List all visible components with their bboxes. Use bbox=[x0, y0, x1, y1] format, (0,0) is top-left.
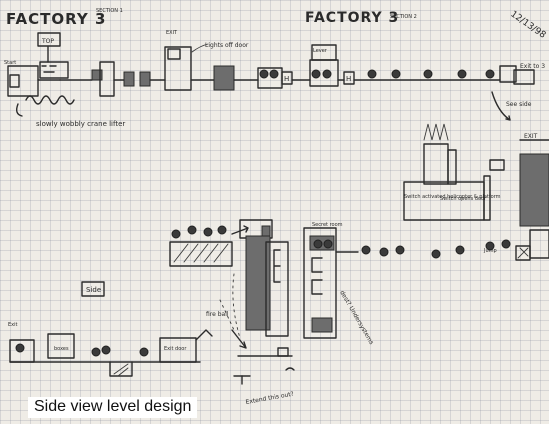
crane-spring bbox=[25, 95, 75, 105]
svg-text:H: H bbox=[346, 75, 351, 83]
top-box bbox=[37, 32, 61, 47]
exit-left-label: Exit bbox=[8, 322, 18, 328]
side-box bbox=[81, 281, 105, 297]
middle-track bbox=[169, 219, 549, 339]
right-structures: EXIT bbox=[403, 123, 549, 227]
exit-door-label: Exit door bbox=[164, 346, 187, 352]
svg-text:H: H bbox=[284, 75, 289, 83]
title-left: FACTORY 3 bbox=[6, 10, 106, 28]
undersystems-label: dest? Undersystems bbox=[338, 290, 375, 346]
switch-door-label: Switch opens door bbox=[440, 196, 487, 202]
jump-label: Jump bbox=[483, 248, 497, 254]
exit-to-3-label: Exit to 3 bbox=[520, 63, 545, 70]
crane-label: slowly wobbly crane lifter bbox=[36, 120, 125, 128]
caption-text: Side view level design bbox=[34, 398, 192, 415]
date-label: 12/13/98 bbox=[508, 9, 547, 41]
svg-text:Start: Start bbox=[4, 60, 16, 66]
see-side-arrow bbox=[491, 91, 511, 121]
lights-off-door-label: Lights off door bbox=[205, 42, 249, 49]
switch-helicopter-label: Switch activated helicopter & platform bbox=[404, 194, 501, 200]
upper-track-left: Start EXIT H bbox=[4, 30, 293, 97]
fall-path bbox=[219, 273, 241, 339]
svg-text:EXIT: EXIT bbox=[166, 30, 178, 36]
svg-text:EXIT: EXIT bbox=[524, 133, 538, 140]
lower-track bbox=[9, 329, 295, 385]
fire-ball-label: fire ball bbox=[206, 311, 229, 318]
see-side-label: See side bbox=[506, 101, 532, 108]
top-label: TOP bbox=[41, 38, 54, 45]
secret-room-label: Secret room bbox=[312, 222, 343, 228]
section-left: SECTION 1 bbox=[96, 8, 123, 14]
section-right: SECTION 2 bbox=[390, 14, 417, 20]
svg-text:Lever: Lever bbox=[313, 48, 328, 54]
title-right: FACTORY 3 bbox=[305, 10, 399, 26]
caption-box: Side view level design bbox=[28, 397, 198, 418]
upper-track-right: Lever H bbox=[291, 44, 535, 87]
extend-label: Extend this out? bbox=[245, 391, 294, 406]
side-label: Side bbox=[86, 286, 101, 294]
boxes-label: boxes bbox=[54, 346, 69, 352]
